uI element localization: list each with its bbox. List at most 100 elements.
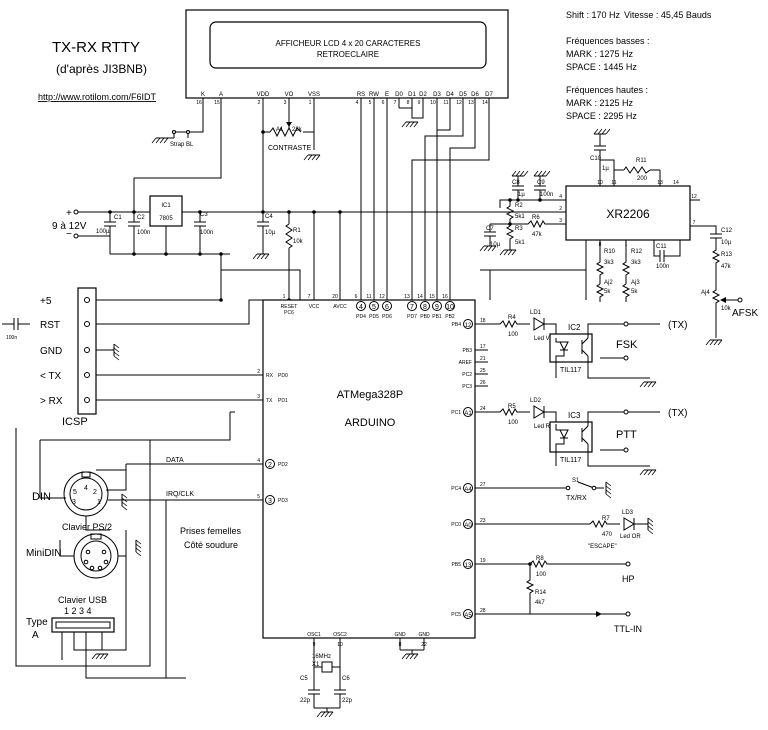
icsp-label: ICSP bbox=[62, 416, 88, 428]
aj2-name: Aj2 bbox=[604, 280, 613, 286]
r1-value: 10k bbox=[293, 239, 304, 245]
hp-label: HP bbox=[622, 574, 635, 584]
mcu-pin-name: PC0 bbox=[451, 522, 461, 528]
icsp-pin bbox=[84, 321, 90, 327]
mcu-pin-number: 28 bbox=[480, 608, 486, 614]
xr-pin-number: 11 bbox=[611, 180, 616, 186]
fsk-output: R4 100 LD1 Led V IC2 TIL117 (TX) FSK bbox=[475, 310, 687, 388]
mcu-pin-number: 21 bbox=[480, 356, 486, 362]
mcu-pin-number: 12 bbox=[379, 294, 385, 300]
aj4-value: 10k bbox=[721, 306, 732, 312]
icsp-cap: 100n bbox=[6, 335, 17, 341]
lcd-pin-label: D6 bbox=[471, 92, 479, 98]
aj3-name: Aj3 bbox=[631, 280, 640, 286]
c11-value: 100n bbox=[656, 264, 669, 270]
url-link[interactable]: http://www.rotilom.com/F6IDT bbox=[38, 92, 157, 102]
r5-value: 100 bbox=[508, 420, 519, 426]
tx1-label: (TX) bbox=[668, 320, 687, 331]
c7-value: 10µ bbox=[490, 242, 501, 248]
lcd-pin-number: 9 bbox=[418, 100, 421, 106]
mcu-pin-number: 11 bbox=[366, 294, 371, 300]
keyboard-connectors: 5 4 2 3 1 DIN MiniDIN Clavier PS/2 Clavi… bbox=[15, 411, 263, 679]
arduino-pin-marker bbox=[463, 609, 473, 619]
r8-name: R8 bbox=[536, 556, 544, 562]
mcu-pin-name: PC1 bbox=[451, 410, 461, 416]
mcu-pin-name: PD4 bbox=[356, 314, 366, 320]
lcd-data-bus bbox=[360, 98, 490, 300]
lcd-pin-label: K bbox=[201, 92, 205, 98]
icsp-pin-label: < TX bbox=[40, 371, 62, 382]
low-space: SPACE : 1445 Hz bbox=[566, 62, 637, 72]
lcd-pin-label: E bbox=[385, 92, 389, 98]
mcu-pin-name: AVCC bbox=[333, 304, 347, 310]
xr-pin-number: 4 bbox=[559, 194, 562, 200]
c6-value: 22p bbox=[342, 698, 353, 704]
arduino-pin-number: 4 bbox=[359, 304, 363, 311]
mcu-pin-number: 5 bbox=[257, 494, 260, 500]
lcd-pin-label: D1 bbox=[408, 92, 416, 98]
lcd-line1: AFFICHEUR LCD 4 x 20 CARACTERES bbox=[276, 39, 421, 48]
ic2-type: TIL117 bbox=[560, 367, 581, 374]
arduino-pin-marker bbox=[463, 483, 473, 493]
lcd-pin-label: D7 bbox=[485, 92, 493, 98]
arduino-pin-number: A5 bbox=[464, 613, 472, 619]
arduino-pin-marker bbox=[382, 301, 392, 311]
arduino-pin-number: 7 bbox=[410, 304, 414, 311]
arduino-pin-marker bbox=[265, 495, 275, 505]
xr-pin-number: 13 bbox=[657, 180, 663, 186]
din-pin5: 5 bbox=[73, 489, 77, 496]
aj3-value: 5k bbox=[631, 289, 638, 295]
arduino-pin-marker bbox=[463, 319, 473, 329]
lcd-pin-number: 2 bbox=[258, 100, 261, 106]
c3-name: C3 bbox=[200, 212, 208, 218]
lcd-pin-number: 14 bbox=[482, 100, 488, 106]
c9-value: 100n bbox=[540, 192, 553, 198]
mcu-pin-number: 19 bbox=[480, 558, 486, 564]
din-pin3: 3 bbox=[72, 499, 76, 506]
lcd-pin-label: VDD bbox=[257, 92, 270, 98]
mcu-pin-name: VCC bbox=[309, 304, 320, 310]
s1-switch: S1 TX/RX bbox=[475, 478, 612, 502]
icsp-pin-label: RST bbox=[40, 320, 60, 331]
icsp-pin-label: GND bbox=[40, 346, 62, 357]
xr-pin-number: 1 bbox=[625, 242, 628, 248]
minidin-connector: MiniDIN Clavier PS/2 bbox=[26, 522, 142, 579]
c1-value: 100µ bbox=[96, 229, 110, 235]
arduino-pin-number: 10 bbox=[446, 304, 454, 311]
r4-name: R4 bbox=[508, 315, 516, 321]
mcu-pin-number: 25 bbox=[480, 368, 486, 374]
lcd-pin-label: RW bbox=[369, 92, 379, 98]
mcu-pin-name: PC3 bbox=[462, 384, 472, 390]
ic3-type: TIL117 bbox=[560, 457, 581, 464]
ld3-note: "ESCAPE" bbox=[588, 544, 617, 550]
arduino-pin-number: 9 bbox=[435, 304, 439, 311]
r1-name: R1 bbox=[293, 228, 301, 234]
irq-label: IRQ/CLK bbox=[166, 491, 194, 498]
ld2-name: LD2 bbox=[530, 398, 542, 404]
s1-value: TX/RX bbox=[566, 495, 587, 502]
arduino-pin-number: A4 bbox=[464, 487, 472, 493]
xr2206-chip: XR2206 C10 1µ R11 200 C8 1µ C9 100n R2 5… bbox=[340, 128, 758, 346]
ptt-label: PTT bbox=[616, 429, 637, 441]
mcu-sub: ARDUINO bbox=[345, 417, 396, 429]
mcu-pin-name: PB5 bbox=[452, 562, 462, 568]
strap-label: Strap BL bbox=[170, 142, 194, 148]
mcu-pin-number: 3 bbox=[257, 394, 260, 400]
mcu-pin-name: PC4 bbox=[451, 486, 461, 492]
din-label: DIN bbox=[32, 491, 51, 503]
strap-bl: Strap BL bbox=[151, 98, 204, 148]
mcu-pin-name: GND bbox=[418, 632, 430, 638]
power-supply: + − 9 à 12V C1 100µ C2 100n IC1 7805 C3 … bbox=[52, 170, 560, 300]
crystal: 16MHz X1 C5 22p C6 22p bbox=[300, 638, 425, 718]
c5-name: C5 bbox=[300, 676, 308, 682]
xr-pin-number: 14 bbox=[673, 180, 679, 186]
c1-name: C1 bbox=[114, 215, 122, 221]
mcu-pin-number: 20 bbox=[332, 294, 338, 300]
c6-name: C6 bbox=[342, 676, 350, 682]
mcu-pin-name: GND bbox=[394, 632, 406, 638]
mcu-pin-name: PB0 bbox=[420, 314, 430, 320]
r7-value: 470 bbox=[602, 532, 613, 538]
mcu-name: ATMega328P bbox=[337, 389, 403, 401]
arduino-pin-marker bbox=[463, 519, 473, 529]
arduino-pin-marker bbox=[463, 559, 473, 569]
